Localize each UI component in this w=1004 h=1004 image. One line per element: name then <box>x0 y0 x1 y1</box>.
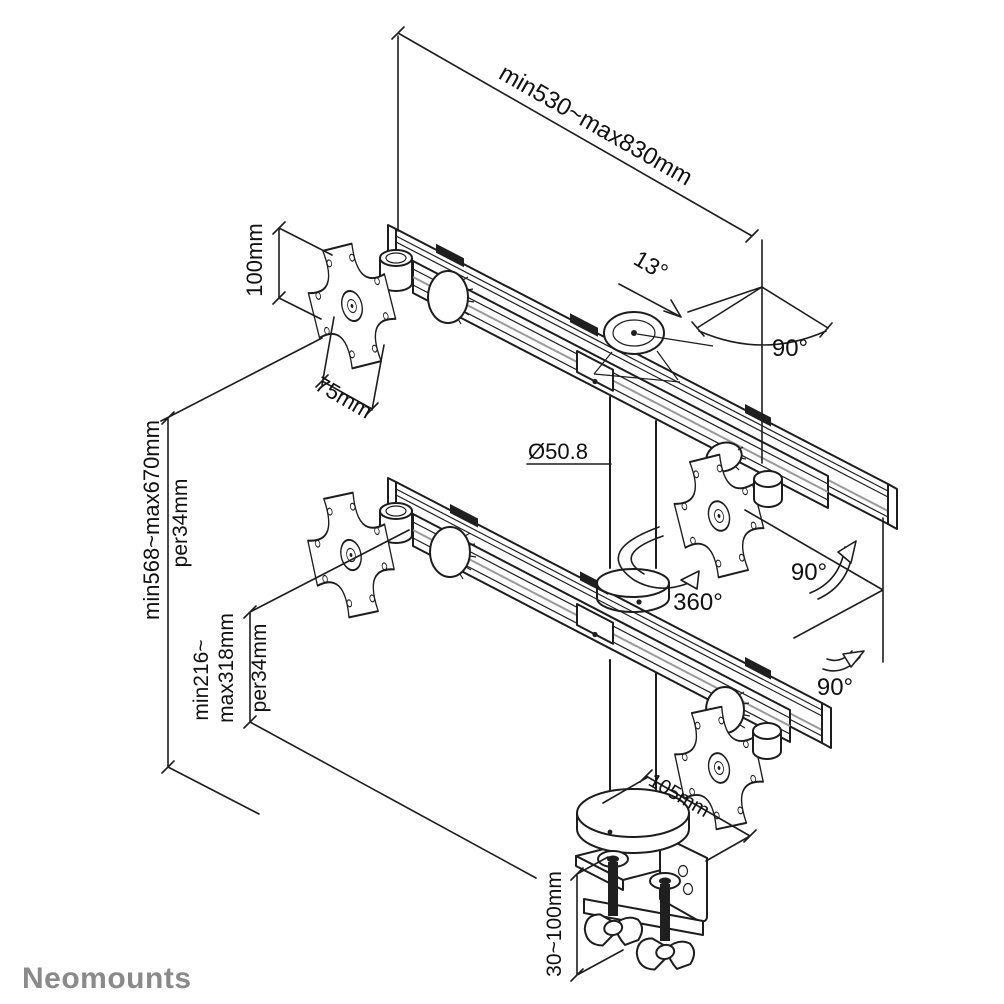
height-range-lower-label-line2: max318mm <box>215 613 238 723</box>
dimension-lines <box>160 26 884 982</box>
slide-lock-plate <box>576 350 614 392</box>
height-step-lower-label: per34mm <box>248 624 271 713</box>
top-crossbar <box>379 224 898 530</box>
grip-pad <box>450 504 478 528</box>
desk-clamp <box>575 788 708 971</box>
vesa-plate-top-left <box>298 223 406 389</box>
height-range-total-label: min568~max670mm <box>139 420 164 620</box>
arm-span-label: min530~max830mm <box>494 60 697 192</box>
swivel-fan-angle-label: 90° <box>772 335 808 362</box>
pole <box>609 396 657 807</box>
arm-rotation-lower-label: 90° <box>817 674 853 701</box>
grip-pad <box>570 313 598 337</box>
height-step-total-label: per34mm <box>169 479 192 568</box>
tilt-pivot <box>379 502 413 544</box>
grip-pad <box>436 243 464 268</box>
pole-collar <box>596 568 670 613</box>
pole-cap <box>593 311 714 383</box>
grip-pad <box>745 657 771 680</box>
rotation-arrow-lower-90 <box>822 650 865 672</box>
lower-crossbar <box>379 477 832 749</box>
pole-rotation-label: 360° <box>673 589 723 616</box>
adjust-knob <box>429 526 477 580</box>
clamp-range-label: 30~100mm <box>543 871 566 977</box>
rotation-arrow-upper-90 <box>809 540 857 600</box>
brand-logo: Neomounts <box>22 962 192 995</box>
rotation-arrow-360 <box>617 526 700 590</box>
slide-lock-plate <box>576 603 614 645</box>
arm-rotation-upper-label: 90° <box>791 559 827 586</box>
vesa-plate-top-right <box>663 435 783 597</box>
pole-diameter-label: Ø50.8 <box>528 439 588 464</box>
vesa-plate-bottom-right <box>663 686 782 850</box>
tilt-angle-label: 13° <box>629 245 672 285</box>
height-range-lower-label-line1: min216~ <box>190 639 213 720</box>
clamp-bolt-right <box>635 872 696 971</box>
clamp-bolt-left <box>583 850 644 947</box>
vesa-width-label: 75mm <box>311 371 376 423</box>
adjust-knob <box>427 270 475 325</box>
grip-pad <box>745 404 771 427</box>
vesa-height-label: 100mm <box>242 223 267 296</box>
base-disc <box>576 788 690 854</box>
